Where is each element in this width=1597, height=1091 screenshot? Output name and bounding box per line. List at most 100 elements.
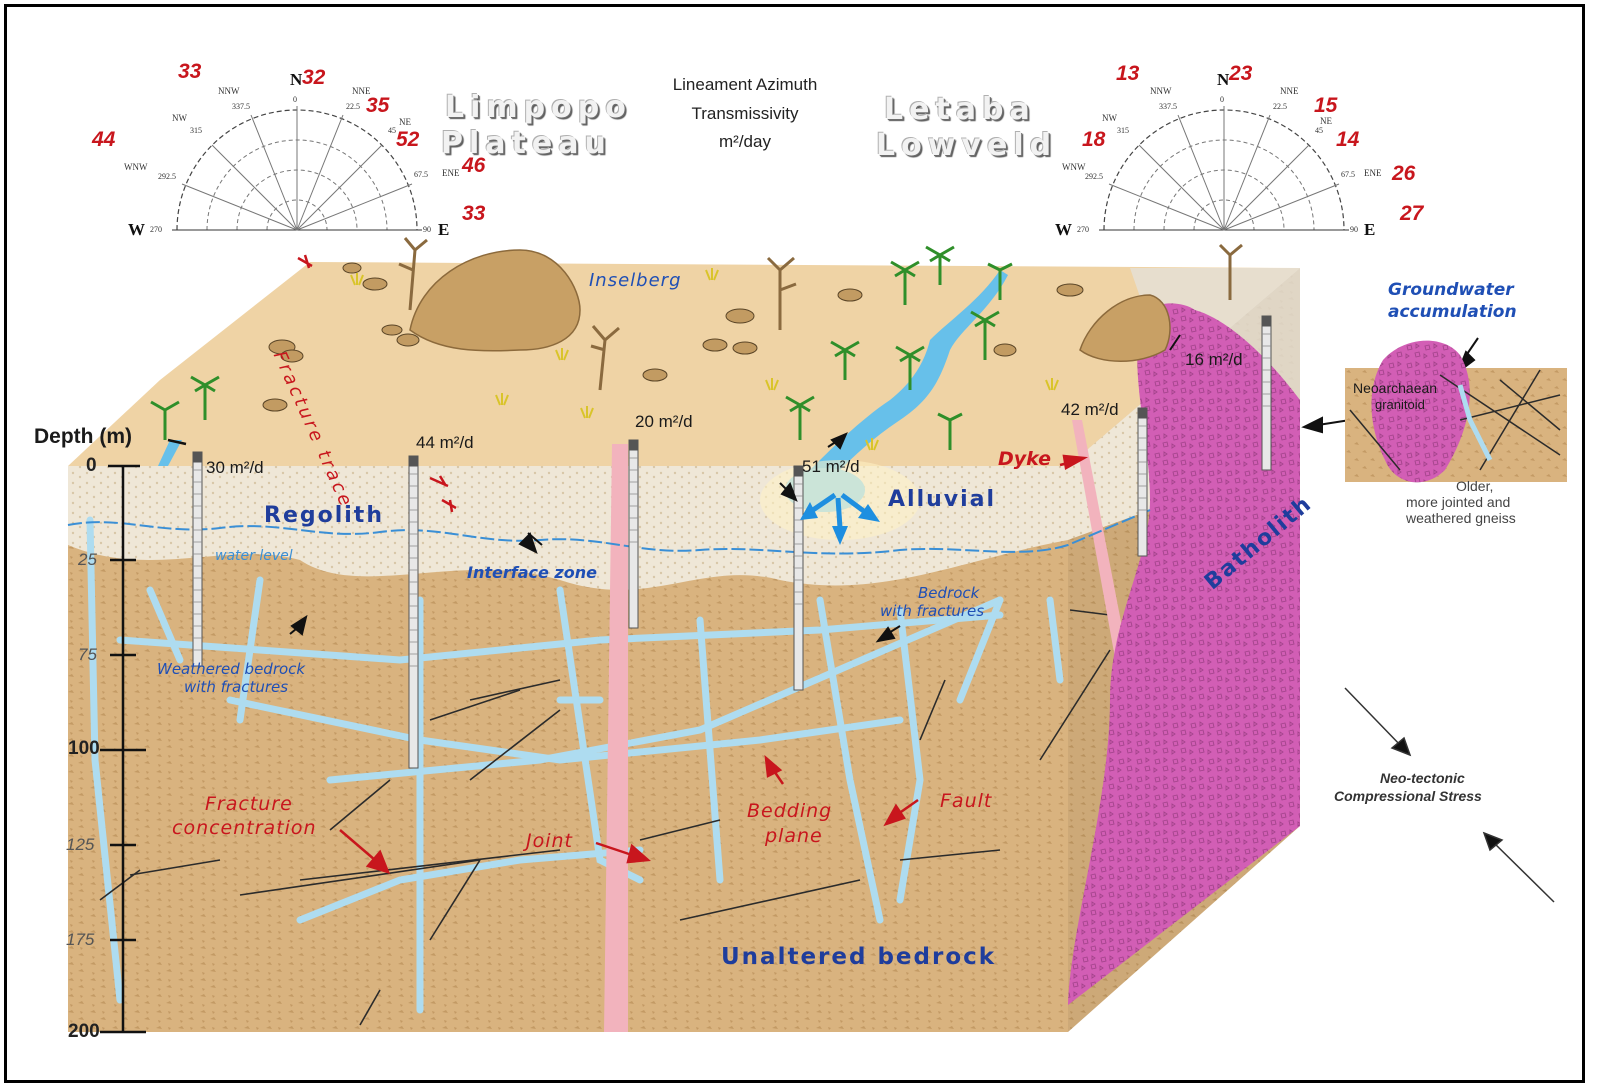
- label-weathered-1: Weathered bedrock: [157, 660, 305, 678]
- label-fracture-conc-2: concentration: [172, 817, 317, 839]
- rose-left-wnw-label: WNW: [124, 162, 148, 172]
- label-stress-2: Compressional Stress: [1334, 788, 1482, 804]
- rose-left-deg-67: 67.5: [414, 170, 428, 179]
- label-groundwater-1: Groundwater: [1388, 280, 1514, 300]
- label-fault: Fault: [940, 790, 992, 812]
- borehole-1-transmissivity: 30 m²/d: [206, 458, 264, 478]
- rose-left-deg-22: 22.5: [346, 102, 360, 111]
- rose-left-west: W: [128, 220, 145, 240]
- borehole-4-transmissivity: 51 m²/d: [802, 457, 860, 477]
- depth-tick-100: 100: [68, 738, 100, 760]
- rose-left-nnw-label: NNW: [218, 86, 240, 96]
- rose-right-nw-label: NW: [1102, 113, 1117, 123]
- label-inselberg: Inselberg: [589, 270, 682, 291]
- rose-left-deg-90: 90: [423, 225, 431, 234]
- depth-axis-title: Depth (m): [34, 425, 132, 449]
- borehole-6-transmissivity: 16 m²/d: [1185, 350, 1243, 370]
- rose-right-e-value: 27: [1400, 202, 1423, 226]
- region-title-letaba: Letaba: [884, 92, 1036, 127]
- label-groundwater-2: accumulation: [1388, 302, 1517, 322]
- label-older-2: more jointed and: [1406, 494, 1510, 510]
- label-bedding-1: Bedding: [747, 800, 832, 822]
- rose-right-deg-22: 22.5: [1273, 102, 1287, 111]
- label-neoarchaean-2: granitoid: [1375, 397, 1425, 412]
- rose-right-n-value: 23: [1229, 62, 1252, 86]
- rose-right-ne-label: NE: [1320, 116, 1332, 126]
- rose-right-deg-292: 292.5: [1085, 172, 1103, 181]
- rose-left-ne-label: NE: [399, 117, 411, 127]
- legend-transmissivity: Transmissivity: [640, 104, 850, 124]
- label-older-1: Older,: [1456, 478, 1493, 494]
- rose-right-north: N: [1217, 70, 1229, 90]
- rose-right-east: E: [1364, 220, 1375, 240]
- rose-right-wnw-label: WNW: [1062, 162, 1086, 172]
- rose-left-north: N: [290, 70, 302, 90]
- region-title-plateau: Plateau: [441, 126, 612, 161]
- borehole-3-transmissivity: 20 m²/d: [635, 412, 693, 432]
- rose-left-deg-337: 337.5: [232, 102, 250, 111]
- region-title-limpopo: Limpopo: [445, 90, 632, 125]
- rose-right-deg-0: 0: [1220, 95, 1224, 104]
- rose-left-nne-label: NNE: [352, 86, 371, 96]
- rose-left-deg-45: 45: [388, 126, 396, 135]
- rose-right-deg-270: 270: [1077, 225, 1089, 234]
- depth-tick-200: 200: [68, 1021, 100, 1043]
- rose-left-deg-315: 315: [190, 126, 202, 135]
- borehole-2-transmissivity: 44 m²/d: [416, 433, 474, 453]
- rose-left-ne-value: 52: [396, 128, 419, 152]
- label-interface-zone: Interface zone: [467, 563, 597, 582]
- rose-left-deg-292: 292.5: [158, 172, 176, 181]
- rose-left-e-value: 33: [462, 202, 485, 226]
- region-title-lowveld: Lowveld: [876, 128, 1057, 163]
- rose-left-east: E: [438, 220, 449, 240]
- depth-tick-75: 75: [78, 645, 97, 665]
- rose-diagram-left: [172, 106, 422, 230]
- label-stress-1: Neo-tectonic: [1380, 770, 1465, 786]
- label-dyke: Dyke: [998, 448, 1051, 470]
- borehole-5-transmissivity: 42 m²/d: [1061, 400, 1119, 420]
- rose-right-deg-337: 337.5: [1159, 102, 1177, 111]
- rose-right-ene-label: ENE: [1364, 168, 1382, 178]
- depth-tick-175: 175: [66, 930, 94, 950]
- label-water-level: water level: [215, 548, 293, 564]
- rose-right-deg-90: 90: [1350, 225, 1358, 234]
- label-unaltered-bedrock: Unaltered bedrock: [721, 944, 996, 970]
- rose-left-n-value: 32: [302, 66, 325, 90]
- rose-right-west: W: [1055, 220, 1072, 240]
- depth-tick-25: 25: [78, 550, 97, 570]
- rose-right-deg-45: 45: [1315, 126, 1323, 135]
- rose-right-nne-label: NNE: [1280, 86, 1299, 96]
- label-weathered-2: with fractures: [184, 678, 288, 696]
- rose-right-nnw-value: 13: [1116, 62, 1139, 86]
- label-fracture-conc-1: Fracture: [205, 793, 293, 815]
- label-older-3: weathered gneiss: [1406, 510, 1516, 526]
- rose-right-nw-value: 18: [1082, 128, 1105, 152]
- rose-right-nnw-label: NNW: [1150, 86, 1172, 96]
- label-alluvial: Alluvial: [888, 487, 996, 512]
- rose-right-deg-315: 315: [1117, 126, 1129, 135]
- rose-right-ene-value: 26: [1392, 162, 1415, 186]
- legend-unit: m²/day: [640, 132, 850, 152]
- rose-left-nw-label: NW: [172, 113, 187, 123]
- rose-left-deg-270: 270: [150, 225, 162, 234]
- rose-right-deg-67: 67.5: [1341, 170, 1355, 179]
- depth-tick-0: 0: [86, 455, 97, 477]
- label-neoarchaean-1: Neoarchaean: [1353, 380, 1437, 396]
- rose-diagram-right: [1099, 106, 1349, 230]
- rose-left-ene-label: ENE: [442, 168, 460, 178]
- label-bedrock-fractures-2: with fractures: [880, 602, 984, 620]
- label-joint: Joint: [526, 830, 573, 852]
- rose-left-nw-value: 44: [92, 128, 115, 152]
- depth-tick-125: 125: [66, 835, 94, 855]
- label-regolith: Regolith: [264, 503, 384, 528]
- rose-left-nne-value: 35: [366, 94, 389, 118]
- rose-right-ne-value: 14: [1336, 128, 1359, 152]
- rose-left-nnw-value: 33: [178, 60, 201, 84]
- rose-left-deg-0: 0: [293, 95, 297, 104]
- rose-right-nne-value: 15: [1314, 94, 1337, 118]
- legend-azimuth: Lineament Azimuth: [640, 75, 850, 95]
- label-bedding-2: plane: [765, 825, 823, 847]
- label-bedrock-fractures-1: Bedrock: [918, 584, 979, 602]
